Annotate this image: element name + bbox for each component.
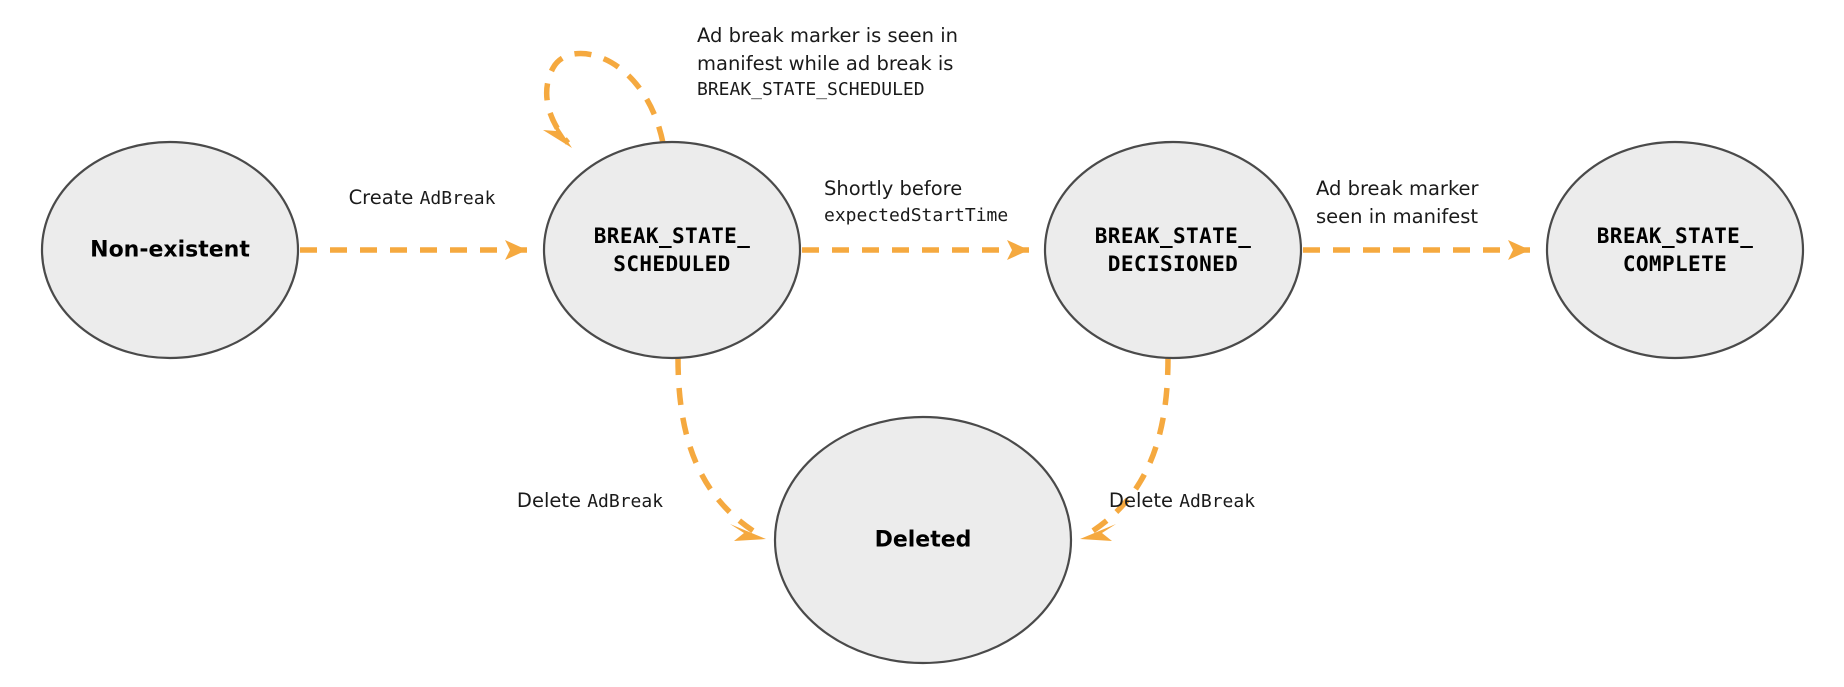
edge-delete-from-scheduled-line [675,357,760,537]
edge-marker-seen-manifest [1303,240,1530,260]
edge-delete-from-decisioned-arrowhead [1080,524,1116,541]
edge-create-adbreak-arrowhead [505,240,527,260]
edge-delete-from-decisioned-line [1086,357,1171,537]
edge-shortly-before [802,240,1029,260]
node-break-state-scheduled[interactable] [542,140,802,360]
node-deleted[interactable] [773,415,1073,665]
edge-scheduled-self-loop-arc [543,50,666,145]
node-break-state-complete[interactable] [1545,140,1805,360]
edge-shortly-before-arrowhead [1007,240,1029,260]
edge-marker-seen-manifest-arrowhead [1508,240,1530,260]
edge-scheduled-self-loop [543,50,666,148]
edge-delete-from-decisioned [1080,357,1171,541]
edge-scheduled-self-loop-arrowhead [543,116,572,148]
edge-delete-from-scheduled-arrowhead [730,524,766,541]
node-non-existent[interactable] [40,140,300,360]
edge-delete-from-scheduled [675,357,766,541]
edge-create-adbreak [300,240,527,260]
node-break-state-decisioned[interactable] [1043,140,1303,360]
